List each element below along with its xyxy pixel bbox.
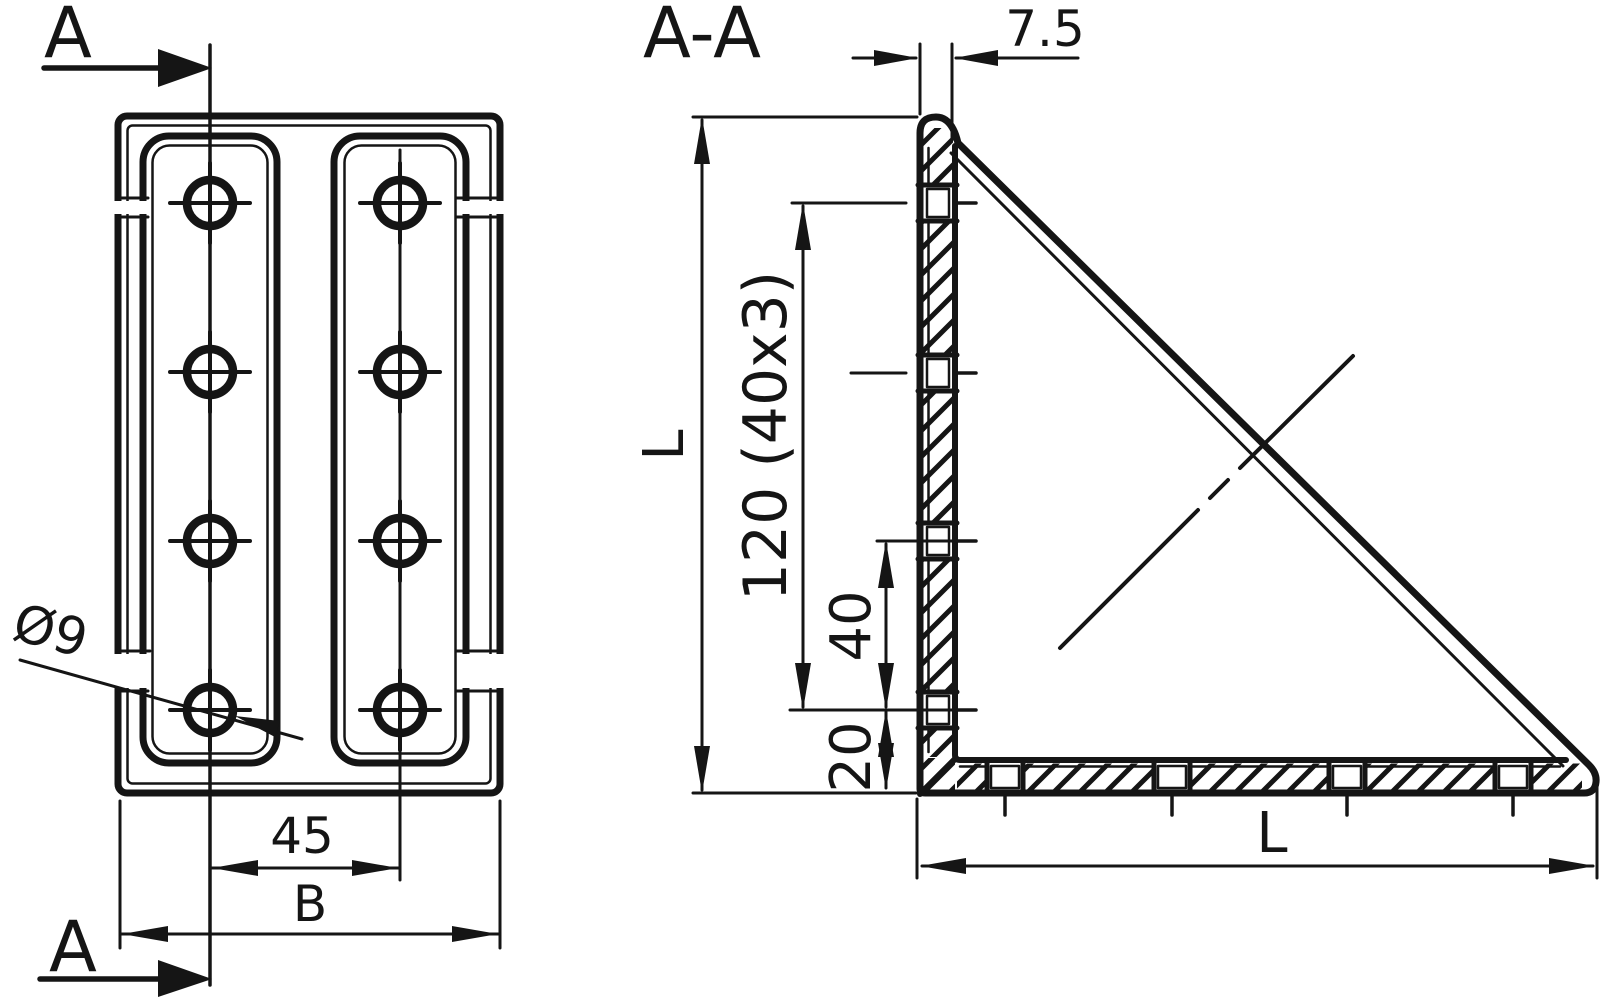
dim-40-label: 40	[819, 590, 884, 661]
section-view: A-A	[632, 0, 1600, 880]
dimension-hole-pitch: 40	[788, 539, 969, 712]
dim-45-label: 45	[270, 807, 334, 865]
section-label-top: A	[44, 0, 92, 74]
dimension-wall-thickness: 7.5	[851, 0, 1085, 142]
hole	[358, 499, 442, 583]
section-label-bottom: A	[49, 906, 97, 988]
section-outer-contour	[916, 113, 1600, 797]
section-arrow-top: A	[41, 0, 212, 87]
dim-20-label: 20	[819, 721, 884, 792]
section-arrow-bottom: A	[37, 906, 212, 997]
front-view: A A 45 B Ø9	[7, 0, 505, 997]
side-notches	[112, 196, 505, 693]
dimension-width-B: B	[118, 799, 502, 950]
section-inner-edges	[917, 143, 1569, 797]
hole	[168, 161, 252, 245]
dim-L-vertical-label: L	[632, 429, 697, 460]
dimension-hole-spacing: 45	[208, 807, 402, 876]
bracket-front-outline	[114, 112, 504, 797]
dimension-base-offset: 20	[819, 710, 894, 793]
dimension-hole-pattern: 120 (40x3)	[731, 201, 908, 710]
hole	[168, 330, 252, 414]
dim-120-label: 120 (40x3)	[731, 271, 801, 601]
dimension-height-L: L	[632, 115, 919, 795]
section-view-title: A-A	[643, 0, 761, 74]
hole	[358, 161, 442, 245]
hole	[168, 499, 252, 583]
hole	[358, 330, 442, 414]
gusset-centerline	[1058, 354, 1355, 650]
dim-L-bottom-label: L	[1256, 801, 1287, 866]
dim-B-label: B	[293, 875, 327, 933]
leader-hole-diameter: Ø9	[7, 593, 304, 741]
hole	[168, 668, 252, 752]
base-slots	[984, 758, 1534, 817]
mounting-holes	[168, 161, 442, 752]
hole	[358, 668, 442, 752]
dimension-length-L: L	[915, 775, 1599, 880]
section-hatching	[921, 128, 1582, 792]
dim-7_5-label: 7.5	[1005, 0, 1085, 58]
